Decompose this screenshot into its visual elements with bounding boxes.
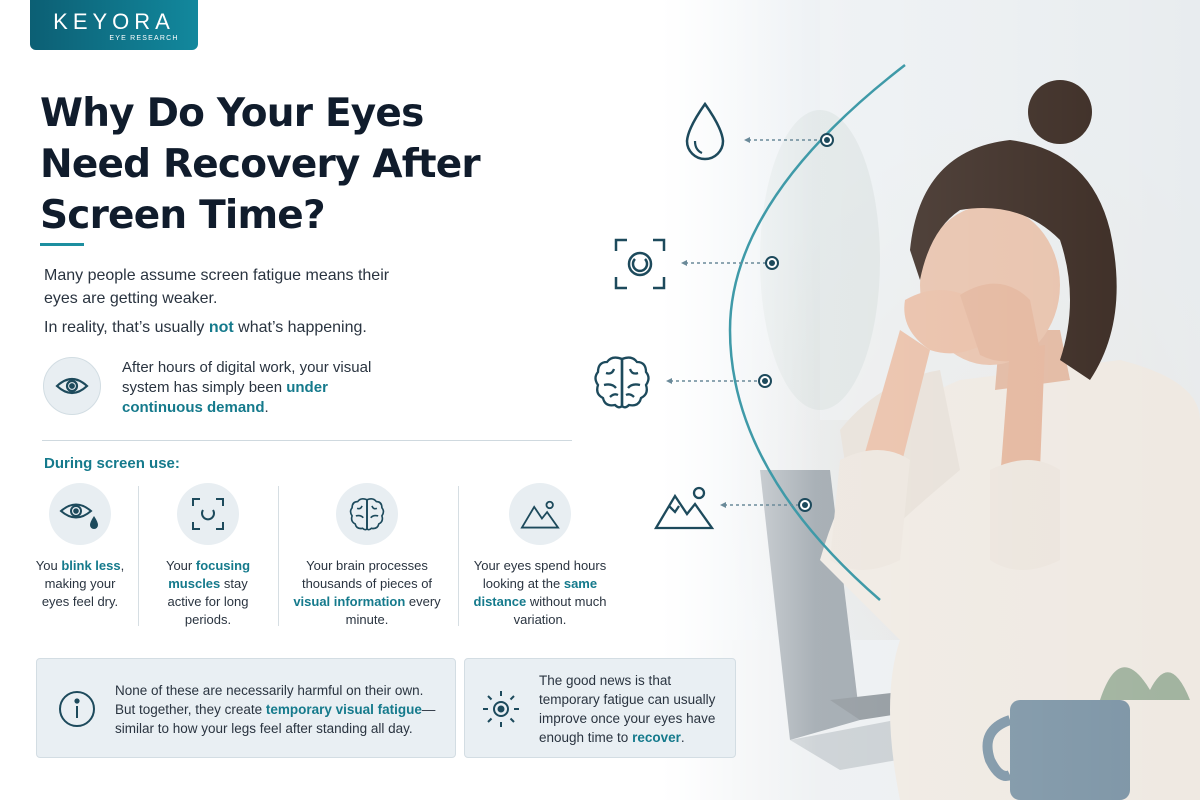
title-underline: [40, 243, 84, 246]
during-highlight: same distance: [473, 576, 598, 609]
during-text: Your brain processes thousands of pieces…: [301, 558, 433, 591]
mountain-icon: [652, 482, 716, 532]
info-text-part: — similar to how your legs feel after st…: [115, 702, 436, 736]
during-text: without much variation.: [513, 594, 607, 627]
intro-text: Many people assume screen fatigue means …: [44, 264, 424, 339]
during-text: , making your eyes feel dry.: [41, 558, 125, 609]
during-text: You: [35, 558, 62, 573]
demand-text-part: .: [264, 399, 269, 416]
eye-tear-icon: [49, 483, 111, 545]
brain-icon: [336, 483, 398, 545]
good-news-text-part: .: [680, 730, 685, 745]
during-highlight: blink less: [61, 558, 121, 573]
divider: [42, 440, 572, 441]
during-text: Your: [165, 558, 196, 573]
good-news-text: The good news is that temporary fatigue …: [539, 671, 729, 747]
brand-name: KEYORA: [53, 9, 175, 34]
intro-text-part: what’s happening.: [233, 319, 367, 336]
brand-logo: KEYORA EYE RESEARCH: [30, 0, 198, 50]
demand-highlight: under continuous demand: [122, 379, 328, 416]
during-item-distance: Your eyes spend hours looking at the sam…: [470, 483, 610, 629]
info-highlight: temporary visual fatigue: [265, 702, 422, 717]
during-text: stay active for long periods.: [167, 576, 249, 627]
title-line: Need Recovery After: [40, 142, 481, 187]
good-news-text-part: The good news is that temporary fatigue …: [539, 673, 716, 745]
title-line: Screen Time?: [40, 193, 326, 238]
brain-icon: [590, 350, 654, 414]
arc-line: [728, 64, 906, 601]
demand-text-part: After hours of digital work, your visual…: [122, 359, 372, 396]
focus-icon: [177, 483, 239, 545]
eye-icon: [43, 357, 101, 415]
during-highlight: visual information: [293, 594, 406, 609]
page-title: Why Do Your Eyes Need Recovery After Scr…: [40, 88, 560, 241]
info-text-part: None of these are necessarily harmful on…: [115, 683, 424, 717]
during-item-focus: Your focusing muscles stay active for lo…: [150, 483, 266, 629]
droplet-icon: [680, 100, 730, 164]
focus-icon: [612, 236, 668, 292]
during-item-blink: You blink less, making your eyes feel dr…: [30, 483, 130, 611]
good-news-card: The good news is that temporary fatigue …: [464, 658, 736, 758]
mountain-icon: [509, 483, 571, 545]
during-text: Your eyes spend hours looking at the: [473, 558, 607, 591]
intro-line: In reality, that’s usually not what’s ha…: [44, 316, 424, 339]
brand-tagline: EYE RESEARCH: [109, 35, 179, 42]
good-news-highlight: recover: [632, 730, 681, 745]
column-divider: [458, 486, 459, 626]
info-icon: [57, 689, 97, 734]
intro-text-part: In reality, that’s usually: [44, 319, 209, 336]
title-line: Why Do Your Eyes: [40, 91, 424, 136]
during-heading: During screen use:: [44, 455, 180, 472]
info-text: None of these are necessarily harmful on…: [115, 681, 445, 738]
intro-line: Many people assume screen fatigue means …: [44, 267, 390, 307]
column-divider: [138, 486, 139, 626]
demand-text: After hours of digital work, your visual…: [122, 358, 402, 418]
during-text: every minute.: [345, 594, 441, 627]
column-divider: [278, 486, 279, 626]
info-card: None of these are necessarily harmful on…: [36, 658, 456, 758]
intro-highlight: not: [208, 319, 234, 336]
during-highlight: focusing muscles: [168, 558, 251, 591]
during-item-brain: Your brain processes thousands of pieces…: [292, 483, 442, 629]
sun-icon: [481, 689, 521, 734]
